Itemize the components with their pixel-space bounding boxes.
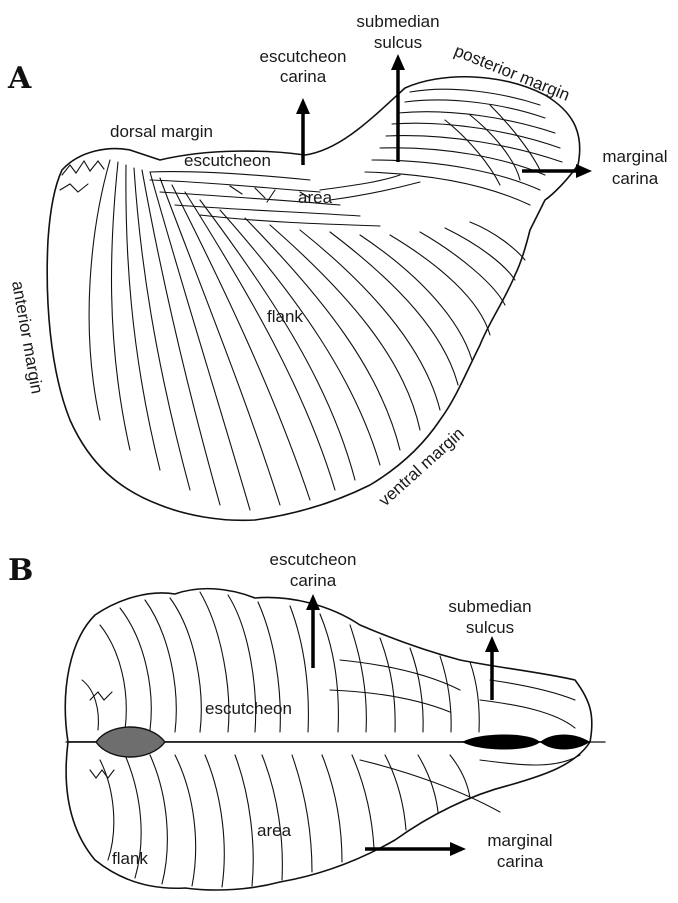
panel-b-submedian-sulcus-label-line1: submedian [448,597,531,616]
panel-a-marginal-carina-label-line2: carina [612,169,659,188]
panel-a-letter: A [7,61,32,96]
panel-b-marginal-carina-label-line2: carina [497,852,544,871]
panel-a-submedian-sulcus-label-line2: sulcus [374,33,422,52]
panel-a-anterior-margin-label: anterior margin [8,279,47,395]
panel-a-submedian-sulcus-label-line1: submedian [356,12,439,31]
panel-a-escutcheon-carina-label-line2: carina [280,67,327,86]
panel-a-dorsal-margin-label: dorsal margin [110,122,213,141]
panel-b-marginal-carina-label-line1: marginal [487,831,552,850]
panel-a-marginal-carina-label-line1: marginal [602,147,667,166]
panel-b-submedian-sulcus-label-line2: sulcus [466,618,514,637]
panel-b-area-label: area [257,821,292,840]
panel-b-escutcheon-carina-label-line1: escutcheon [270,550,357,569]
panel-a-flank-label: flank [267,307,303,326]
panel-a-shell-outline [47,77,580,521]
panel-a-escutcheon-label: escutcheon [184,151,271,170]
panel-a-escutcheon-carina-label-line1: escutcheon [260,47,347,66]
panel-b-flank-label: flank [112,849,148,868]
panel-b-escutcheon-carina-label-line2: carina [290,571,337,590]
panel-a: A [7,12,668,520]
panel-b-letter: B [8,553,33,588]
panel-b-escutcheon-label: escutcheon [205,699,292,718]
panel-a-area-label: area [298,188,333,207]
panel-b: B [8,550,605,890]
